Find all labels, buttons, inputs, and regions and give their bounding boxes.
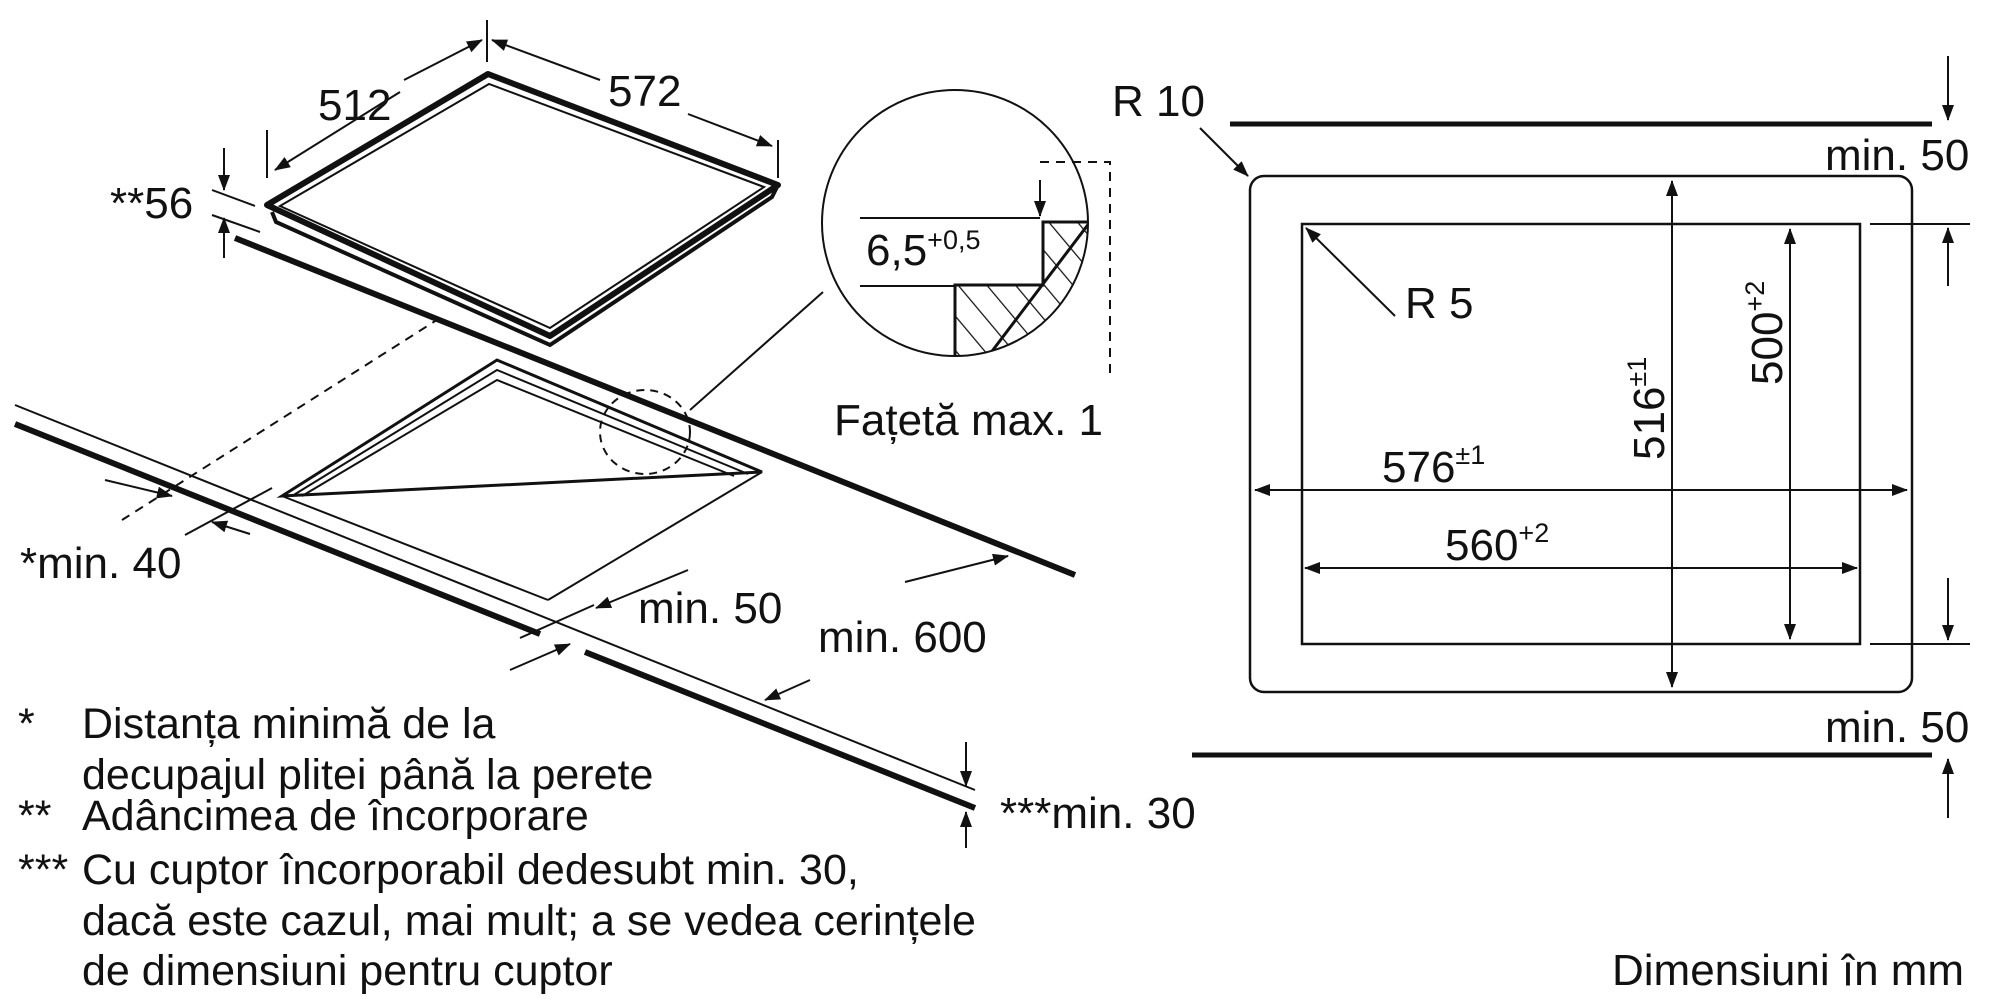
detail-leader-line	[689, 291, 824, 411]
outer-depth-label: 516±1	[1622, 357, 1674, 460]
note-1-marker: *	[18, 700, 35, 748]
inner-width-label: 560+2	[1445, 518, 1549, 570]
outer-radius-label: R 10	[1112, 77, 1205, 126]
below-min-label: ***min. 30	[1000, 789, 1196, 838]
hob-depth-label: 512	[318, 81, 391, 130]
front-min-label: min. 50	[638, 584, 782, 633]
note-3-line-1: Cu cuptor încorporabil dedesubt min. 30,	[82, 846, 859, 894]
hob-width-label: 572	[608, 67, 681, 116]
units-label: Dimensiuni în mm	[1612, 946, 1964, 995]
note-3-line-3: de dimensiuni pentru cuptor	[82, 947, 613, 995]
note-1-line-1: Distanța minimă de la	[82, 700, 496, 748]
wall-min-label: *min. 40	[20, 539, 181, 588]
outer-cutout-rect	[1248, 174, 1914, 694]
bottom-min-label: min. 50	[1825, 703, 1969, 752]
note-1-line-2: decupajul plitei până la perete	[82, 751, 653, 799]
edge-height-label: 6,5+0,5	[866, 225, 980, 275]
note-2-marker: **	[18, 792, 52, 840]
top-min-label: min. 50	[1825, 131, 1969, 180]
footnotes: * Distanța minimă de la decupajul plitei…	[18, 700, 976, 995]
counter-min-label: min. 600	[818, 613, 987, 662]
hob-perspective-view: 512 572 **56 *min. 40 min. 50 min. 600 *…	[13, 20, 1196, 848]
countertop-front-edge-top	[14, 404, 976, 791]
note-3-marker: ***	[18, 846, 68, 894]
cutout-plan-view: min. 50 min. 50 R 10 R 5 576±1 560+2 516…	[1112, 56, 1970, 818]
note-2-line-1: Adâncimea de încorporare	[82, 792, 589, 840]
inner-radius-label: R 5	[1405, 279, 1473, 328]
countertop-front-edge-bottom-right	[583, 649, 977, 811]
edge-detail-view: 6,5+0,5 Fațetă max. 1	[821, 89, 1111, 445]
inner-cutout-rect	[1300, 222, 1862, 646]
outer-width-label: 576±1	[1382, 440, 1485, 492]
inner-depth-label: 500+2	[1740, 281, 1792, 385]
hob-glass-plate	[264, 71, 781, 348]
countertop-cutout	[184, 358, 763, 601]
note-3-line-2: dacă este cazul, mai mult; a se vedea ce…	[82, 897, 976, 945]
detail-marker-circle	[599, 389, 691, 475]
countertop-back-edge	[233, 235, 1077, 578]
hob-height-label: **56	[110, 179, 193, 228]
facet-label: Fațetă max. 1	[834, 396, 1103, 445]
countertop-front-edge-bottom	[13, 421, 542, 637]
